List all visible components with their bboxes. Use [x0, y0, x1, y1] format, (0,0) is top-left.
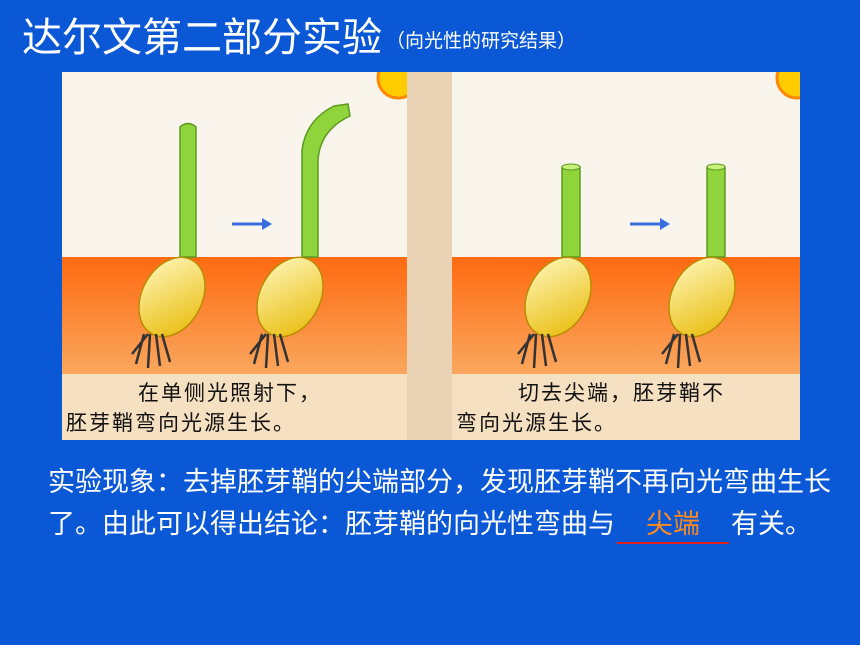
cut-surface-1: [561, 163, 581, 171]
observation-text: 实验现象：去掉胚芽鞘的尖端部分，发现胚芽鞘不再向光弯曲生长了。由此可以得出结论：…: [48, 467, 831, 540]
coleoptile-cut-1: [561, 166, 581, 258]
caption-band: [452, 374, 800, 440]
seed-left-1: [138, 256, 206, 338]
coleoptile-cut-2: [706, 166, 726, 258]
seedling-illustration-left: [62, 72, 407, 440]
caption-band: [62, 374, 407, 440]
coleoptile-straight: [179, 122, 197, 258]
observation-paragraph: 实验现象：去掉胚芽鞘的尖端部分，发现胚芽鞘不再向光弯曲生长了。由此可以得出结论：…: [48, 462, 838, 546]
subtitle-text: （向光性的研究结果）: [386, 30, 577, 52]
caption-left-line-1: 在单侧光照射下，: [138, 381, 322, 405]
caption-right: 切去尖端，胚芽鞘不 弯向光源生长。: [452, 378, 800, 438]
title-text: 达尔文第二部分实验: [22, 15, 382, 61]
slide-title: 达尔文第二部分实验（向光性的研究结果）: [22, 10, 576, 69]
roots-left-2: [249, 333, 290, 369]
seedling-illustration-right: [452, 72, 800, 440]
experiment-figure: 在单侧光照射下， 胚芽鞘弯向光源生长。: [62, 72, 800, 440]
panel-divider: [407, 72, 452, 440]
sky-area: [452, 72, 800, 257]
seed-right-1: [524, 256, 592, 338]
conclusion-tail: 有关。: [731, 509, 812, 540]
roots-right-2: [661, 333, 702, 369]
roots-left-1: [131, 333, 172, 369]
sky-area: [62, 72, 407, 257]
sun-icon: [376, 72, 407, 100]
cut-surface-2: [706, 163, 726, 171]
answer-blank: 尖端: [617, 508, 729, 544]
seed-right-2: [668, 256, 736, 338]
caption-right-line-2: 弯向光源生长。: [456, 411, 617, 435]
caption-left: 在单侧光照射下， 胚芽鞘弯向光源生长。: [62, 378, 407, 438]
roots-right-1: [517, 333, 558, 369]
caption-right-line-1: 切去尖端，胚芽鞘不: [518, 381, 725, 405]
arrow-left-head: [262, 218, 272, 230]
panel-tip-removed: 切去尖端，胚芽鞘不 弯向光源生长。: [452, 72, 800, 440]
coleoptile-bent: [301, 103, 351, 258]
seed-left-2: [256, 256, 324, 338]
sun-icon: [775, 72, 800, 100]
arrow-right-head: [660, 218, 670, 230]
caption-left-line-2: 胚芽鞘弯向光源生长。: [66, 411, 296, 435]
panel-with-tip: 在单侧光照射下， 胚芽鞘弯向光源生长。: [62, 72, 407, 440]
